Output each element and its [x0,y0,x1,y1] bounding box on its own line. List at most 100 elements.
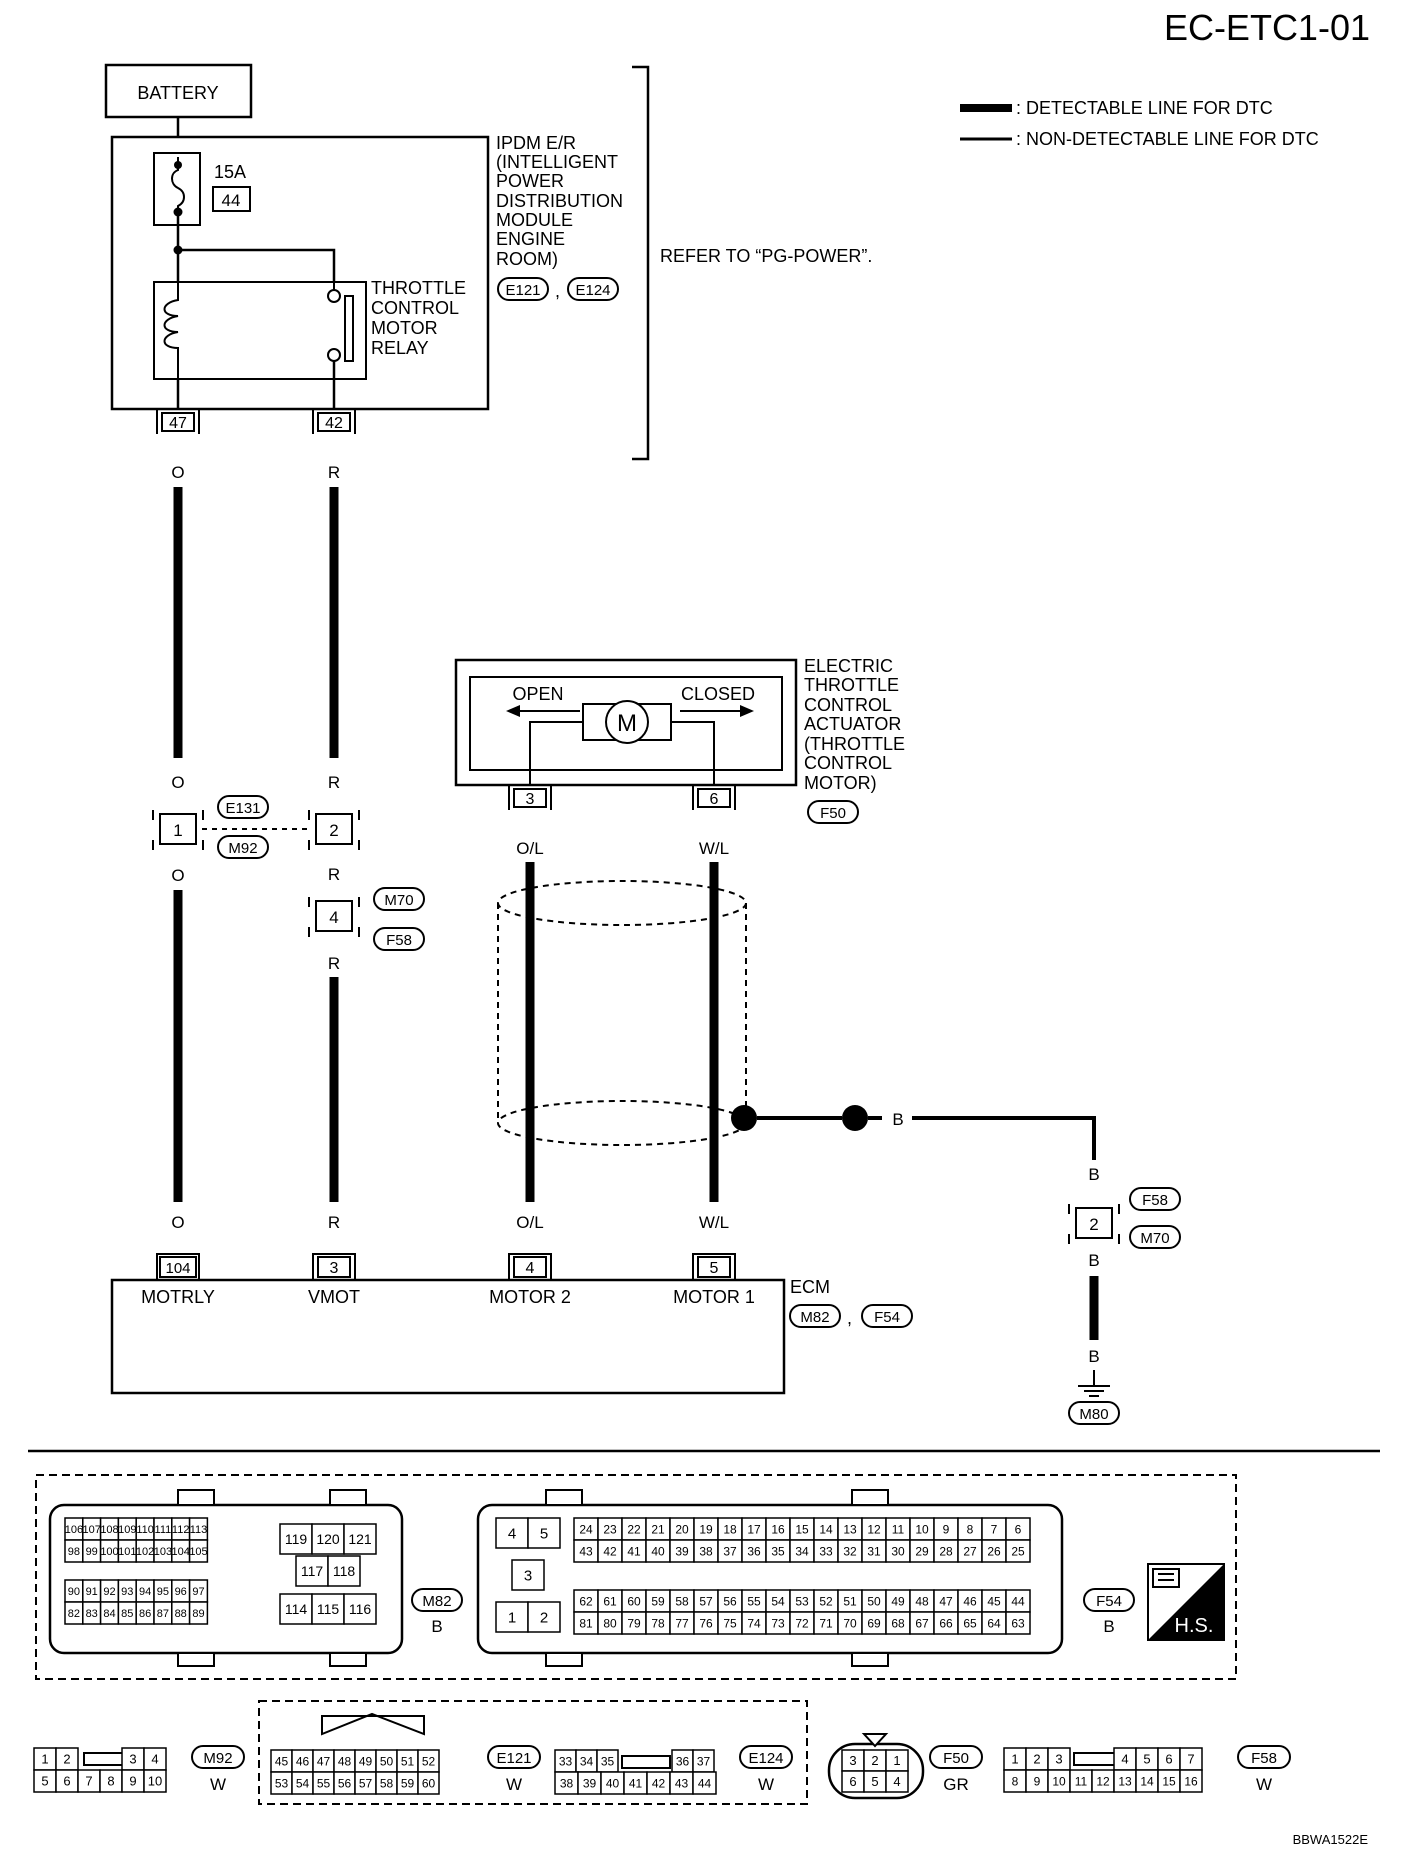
m82-pin-119: 119 [285,1531,308,1547]
m82-pin-82: 82 [68,1608,80,1620]
relay-coil [163,282,179,379]
f54-pin-2-cell [527,1601,561,1633]
m82-pin-92: 92 [103,1586,115,1598]
e124-pin-41: 41 [629,1776,643,1790]
m82-id: M82 [422,1593,451,1610]
ecm-terminal-104-shell [156,1253,200,1280]
shield-top-ellipse [497,880,747,926]
e121-pin-50: 50 [380,1754,394,1768]
f50-pin-1: 1 [893,1753,900,1768]
f54-pin-69: 69 [867,1616,881,1630]
joint-pin-2-shell [308,810,360,850]
f58-pin-1: 1 [1011,1752,1018,1767]
actuator-connector: F50 [820,805,846,822]
fuse-number-box [212,186,251,212]
m82-pin-88: 88 [175,1608,187,1620]
actuator-pin-6-box [697,788,731,808]
ecm-terminal-3-box [317,1256,351,1278]
m82-pin-105-cell [188,1539,209,1563]
f54-pin-45: 45 [987,1594,1001,1608]
f54-pin-79: 79 [627,1616,641,1630]
m82-pin-103: 103 [154,1546,172,1558]
actuator-line-2: THROTTLE [804,675,899,695]
f54-pin-8: 8 [967,1522,974,1536]
m82-pin-93: 93 [121,1586,133,1598]
wire-color-o-1: O [171,463,184,482]
e121-pin-55: 55 [317,1776,331,1790]
f54-pin-70: 70 [843,1616,857,1630]
f54-pin-49: 49 [891,1594,905,1608]
legend-nondetectable-text: : NON-DETECTABLE LINE FOR DTC [1016,129,1319,149]
f54-pin-53: 53 [795,1594,809,1608]
m82-pin-113: 113 [190,1524,208,1536]
actuator-line-7: MOTOR) [804,773,877,793]
f54-pin-15: 15 [795,1522,809,1536]
f54-pin-27: 27 [963,1544,977,1558]
f54-pin-3: 3 [524,1567,532,1584]
ipdm-line-3: POWER [496,171,564,191]
ecm-terminal-4-box [513,1256,547,1278]
f58-pin-16: 16 [1184,1774,1198,1788]
motor-label: M [617,710,637,737]
f54-bottom-lock-1 [545,1652,583,1667]
open-arrow-head [506,705,520,717]
e124-id-oval [739,1745,793,1769]
f54-top-lock-1 [545,1489,583,1506]
f54-pin-16: 16 [771,1522,785,1536]
ground-id-f58: F58 [1142,1192,1168,1209]
e124-pin-42: 42 [652,1776,666,1790]
joint-id-m92-oval [217,835,269,859]
m82-pin-117-cell [295,1555,329,1587]
ground-line-connector: 2 F58 M70 [1068,1187,1181,1249]
legend: : DETECTABLE LINE FOR DTC : NON-DETECTAB… [960,98,1319,149]
e121-pin-54: 54 [296,1776,310,1790]
e121-pin-57: 57 [359,1776,373,1790]
m92-pin-4: 4 [151,1752,158,1767]
joint-connector: 1 2 E131 M92 [152,795,360,859]
f54-pin-24: 24 [579,1522,593,1536]
e124-id: E124 [748,1750,783,1767]
wire-color-o-3: O [171,866,184,885]
wire-color-r-2: R [328,773,340,792]
actuator-line-1: ELECTRIC [804,656,893,676]
m82-pin-117: 117 [301,1563,324,1579]
f54-pin-10: 10 [915,1522,929,1536]
m82-pin-86: 86 [139,1608,151,1620]
f58-id: F58 [1251,1750,1277,1767]
f54-pin-12: 12 [867,1522,881,1536]
ecm-conn-m82-oval [789,1304,841,1328]
relay-line-conn-box [315,900,353,932]
ipdm-connector-sep: , [555,281,560,301]
ipdm-label: IPDM E/R (INTELLIGENT POWER DISTRIBUTION… [496,133,623,269]
m82-pin-100: 100 [100,1546,118,1558]
m92-latch [83,1752,127,1766]
f58-pin-6: 6 [1165,1752,1172,1767]
f54-pin-58: 58 [675,1594,689,1608]
m82-pin-111: 111 [155,1524,172,1536]
e124-pin-40: 40 [606,1776,620,1790]
m92-pin-6: 6 [63,1774,70,1789]
f58-pin-7: 7 [1187,1752,1194,1767]
e124-pin-33: 33 [559,1754,573,1768]
e121-pin-59: 59 [401,1776,415,1790]
relay-line-conn-shell [308,897,360,937]
e121-pin-53: 53 [275,1776,289,1790]
m82-bottom-lock-2 [329,1652,367,1667]
shield-drain-dot [731,1105,757,1131]
f54-pin-32: 32 [843,1544,857,1558]
m82-pin-99: 99 [86,1546,98,1558]
f54-pin-59: 59 [651,1594,665,1608]
f54-pin-25: 25 [1011,1544,1025,1558]
f54-pin-3-cell [511,1559,545,1591]
hs-badge-text: H.S. [1175,1615,1214,1637]
f54-top-lock-2 [851,1489,889,1506]
e124-pin-39: 39 [583,1776,597,1790]
wire-color-b-3: B [1088,1251,1099,1270]
f50-id: F50 [943,1750,969,1767]
e121-pin-56: 56 [338,1776,352,1790]
wire-color-b-1: B [892,1110,903,1129]
e124-pin-38: 38 [560,1776,574,1790]
